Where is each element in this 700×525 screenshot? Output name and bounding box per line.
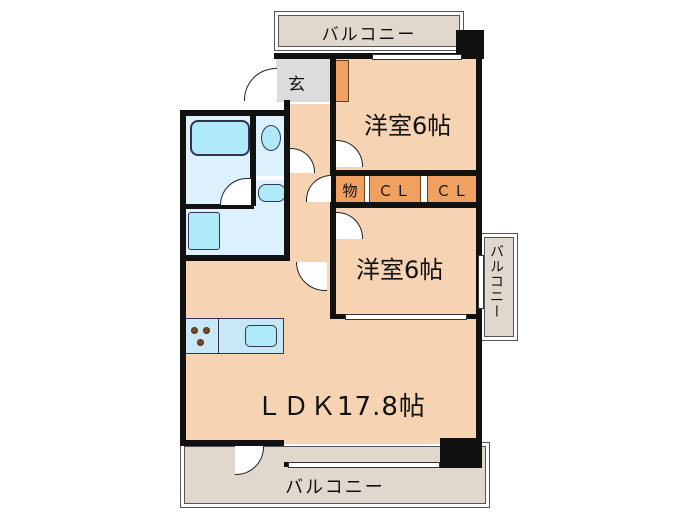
wall-bath-toilet xyxy=(250,110,256,206)
closet-2: ＣＬ xyxy=(427,175,479,205)
ldk-label: ＬＤＫ17.8帖 xyxy=(256,392,426,422)
toilet-icon xyxy=(261,125,281,151)
balcony-right: バルコニー xyxy=(480,233,518,341)
kitchen-counter xyxy=(184,318,284,354)
wall-storage-bottom xyxy=(330,202,480,208)
wall-bottom-left xyxy=(180,440,284,446)
window-right xyxy=(478,255,484,309)
entrance-label: 玄 xyxy=(288,75,305,95)
bedroom-2-label: 洋室6帖 xyxy=(356,256,444,284)
wall-bath-top xyxy=(180,110,290,116)
stove-icon xyxy=(185,319,219,353)
balcony-top-label: バルコニー xyxy=(321,25,417,45)
storage-room: 物 xyxy=(335,175,365,205)
bathtub-icon xyxy=(190,120,250,156)
window-bedroom-2 xyxy=(345,314,467,320)
window-bedroom-1 xyxy=(372,54,462,60)
wall-bath-wash xyxy=(180,204,254,209)
wall-pillar-top-right xyxy=(456,30,484,56)
entrance-floor xyxy=(276,58,334,102)
washing-machine-icon xyxy=(188,212,220,250)
window-ldk-bottom xyxy=(288,462,440,468)
balcony-top: バルコニー xyxy=(274,11,464,51)
balcony-bottom-label: バルコニー xyxy=(285,477,385,498)
wall-hall-left xyxy=(284,100,290,258)
sink-icon xyxy=(245,325,277,347)
bedroom-1-label: 洋室6帖 xyxy=(364,112,452,140)
balcony-right-label: バルコニー xyxy=(488,244,504,319)
wall-bedroom-left xyxy=(330,53,336,318)
wall-wash-ldk xyxy=(180,255,290,261)
closet-1: ＣＬ xyxy=(369,175,421,205)
entrance-door-icon[interactable] xyxy=(244,68,277,101)
washbasin-icon xyxy=(258,184,286,202)
wall-left xyxy=(180,110,186,445)
wall-storage-top xyxy=(330,170,480,176)
balcony-bottom: バルコニー xyxy=(180,442,490,508)
